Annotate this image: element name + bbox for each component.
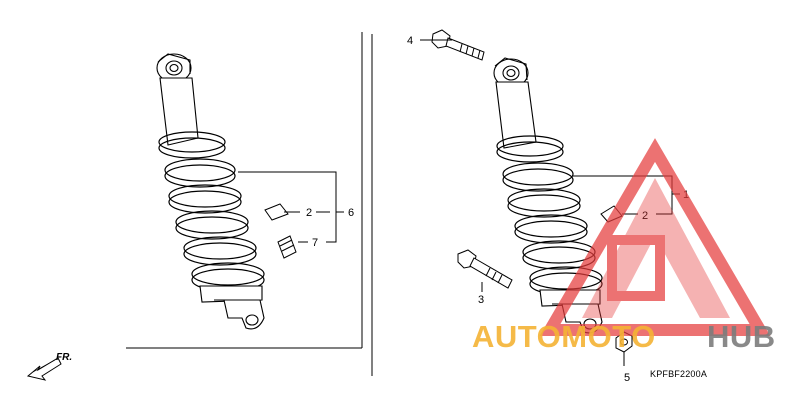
left-clip bbox=[277, 235, 297, 259]
callout-left-7: 7 bbox=[312, 237, 318, 249]
left-leader-lines bbox=[238, 171, 344, 243]
callout-right-5: 5 bbox=[624, 372, 630, 384]
right-leader-lines bbox=[420, 39, 680, 366]
callout-right-3: 3 bbox=[478, 294, 484, 306]
front-arrow-icon bbox=[26, 357, 62, 381]
drawing-code: KPFBF2200A bbox=[650, 369, 707, 379]
watermark-word-automoto: AUTOMOTO bbox=[472, 319, 656, 354]
left-shock-absorber bbox=[156, 53, 265, 330]
front-label: FR. bbox=[56, 352, 72, 363]
callout-right-2: 2 bbox=[642, 210, 648, 222]
watermark-logo bbox=[539, 138, 771, 336]
callout-left-2: 2 bbox=[306, 207, 312, 219]
front-direction-marker: FR. bbox=[26, 352, 72, 381]
callout-right-4: 4 bbox=[407, 35, 413, 47]
right-shock-absorber bbox=[493, 57, 603, 334]
watermark-word-hub: HUB bbox=[707, 319, 776, 354]
callout-left-6: 6 bbox=[348, 207, 354, 219]
watermark-text: AUTOMOTO HUB bbox=[472, 319, 776, 354]
right-lower-bolt bbox=[457, 249, 513, 289]
right-upper-bolt bbox=[431, 29, 485, 61]
frame-lines bbox=[126, 32, 373, 376]
watermark-triangle-icon bbox=[539, 138, 771, 336]
left-label-sticker bbox=[264, 203, 289, 221]
